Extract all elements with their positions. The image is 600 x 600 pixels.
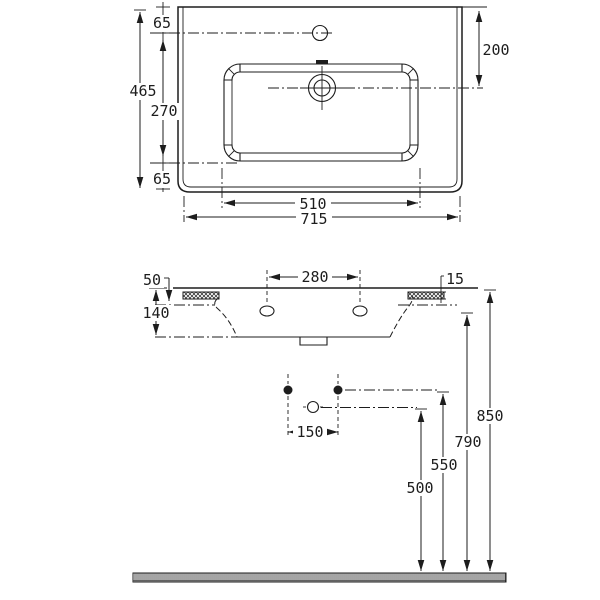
countertop-inner-edge	[183, 7, 457, 187]
body-profile-right	[390, 296, 412, 337]
bolt-right	[333, 385, 343, 395]
bowl-corner-tr	[402, 64, 418, 80]
dim-label-top-to-body-bottom: 140	[142, 304, 169, 322]
waste-pipe-center	[308, 402, 319, 413]
front-height-dimensions	[415, 290, 496, 571]
bowl-rim	[224, 64, 418, 161]
floor-hatch	[133, 573, 506, 582]
dim-label-rim-height: 850	[476, 407, 503, 425]
dim-label-drain-height: 500	[406, 479, 433, 497]
dim-label-fixing-hole-spacing: 280	[301, 268, 328, 286]
dim-label-overall-width: 715	[300, 210, 327, 228]
wall-bracket-right	[408, 292, 444, 299]
bowl-corner-tl	[224, 64, 240, 80]
plan-dim-labels: 65 465 270 65 200 510 715	[127, 14, 512, 228]
front-view: 50 140 280 15 150 500 550 790 850	[133, 268, 507, 582]
dim-label-edge-to-tap: 200	[482, 41, 509, 59]
countertop-outline	[178, 7, 462, 192]
body-profile-left	[215, 299, 237, 337]
bowl-corner-bl	[224, 145, 240, 161]
wall-bracket-left	[183, 292, 219, 299]
dim-label-bowl-front-to-edge: 65	[153, 170, 171, 188]
plan-view: 65 465 270 65 200 510 715	[127, 2, 512, 228]
dim-label-edge-to-overflow: 65	[153, 14, 171, 32]
drain-outlet	[300, 337, 327, 345]
dim-label-overall-depth: 465	[129, 82, 156, 100]
fixing-hole-right	[353, 306, 367, 316]
tap-hole-icon	[300, 66, 344, 110]
dim-label-bolt-height: 550	[430, 456, 457, 474]
fixing-hole-left	[260, 306, 274, 316]
dim-label-body-bottom-height: 790	[454, 433, 481, 451]
front-dim-labels: 50 140 280 15 150 500 550 790 850	[140, 268, 507, 497]
dim-label-bolt-spacing: 150	[296, 423, 323, 441]
dim-label-top-to-bracket: 50	[143, 271, 161, 289]
bowl-corner-br	[402, 145, 418, 161]
dim-label-bracket-thickness: 15	[446, 270, 464, 288]
overflow-slot	[316, 60, 328, 64]
dim-label-bowl-width: 510	[299, 195, 326, 213]
overflow-hole-icon	[313, 26, 328, 41]
bolt-left	[283, 385, 293, 395]
dim-label-overflow-to-bowl-front: 270	[150, 102, 177, 120]
plan-right-dimension	[462, 7, 487, 86]
